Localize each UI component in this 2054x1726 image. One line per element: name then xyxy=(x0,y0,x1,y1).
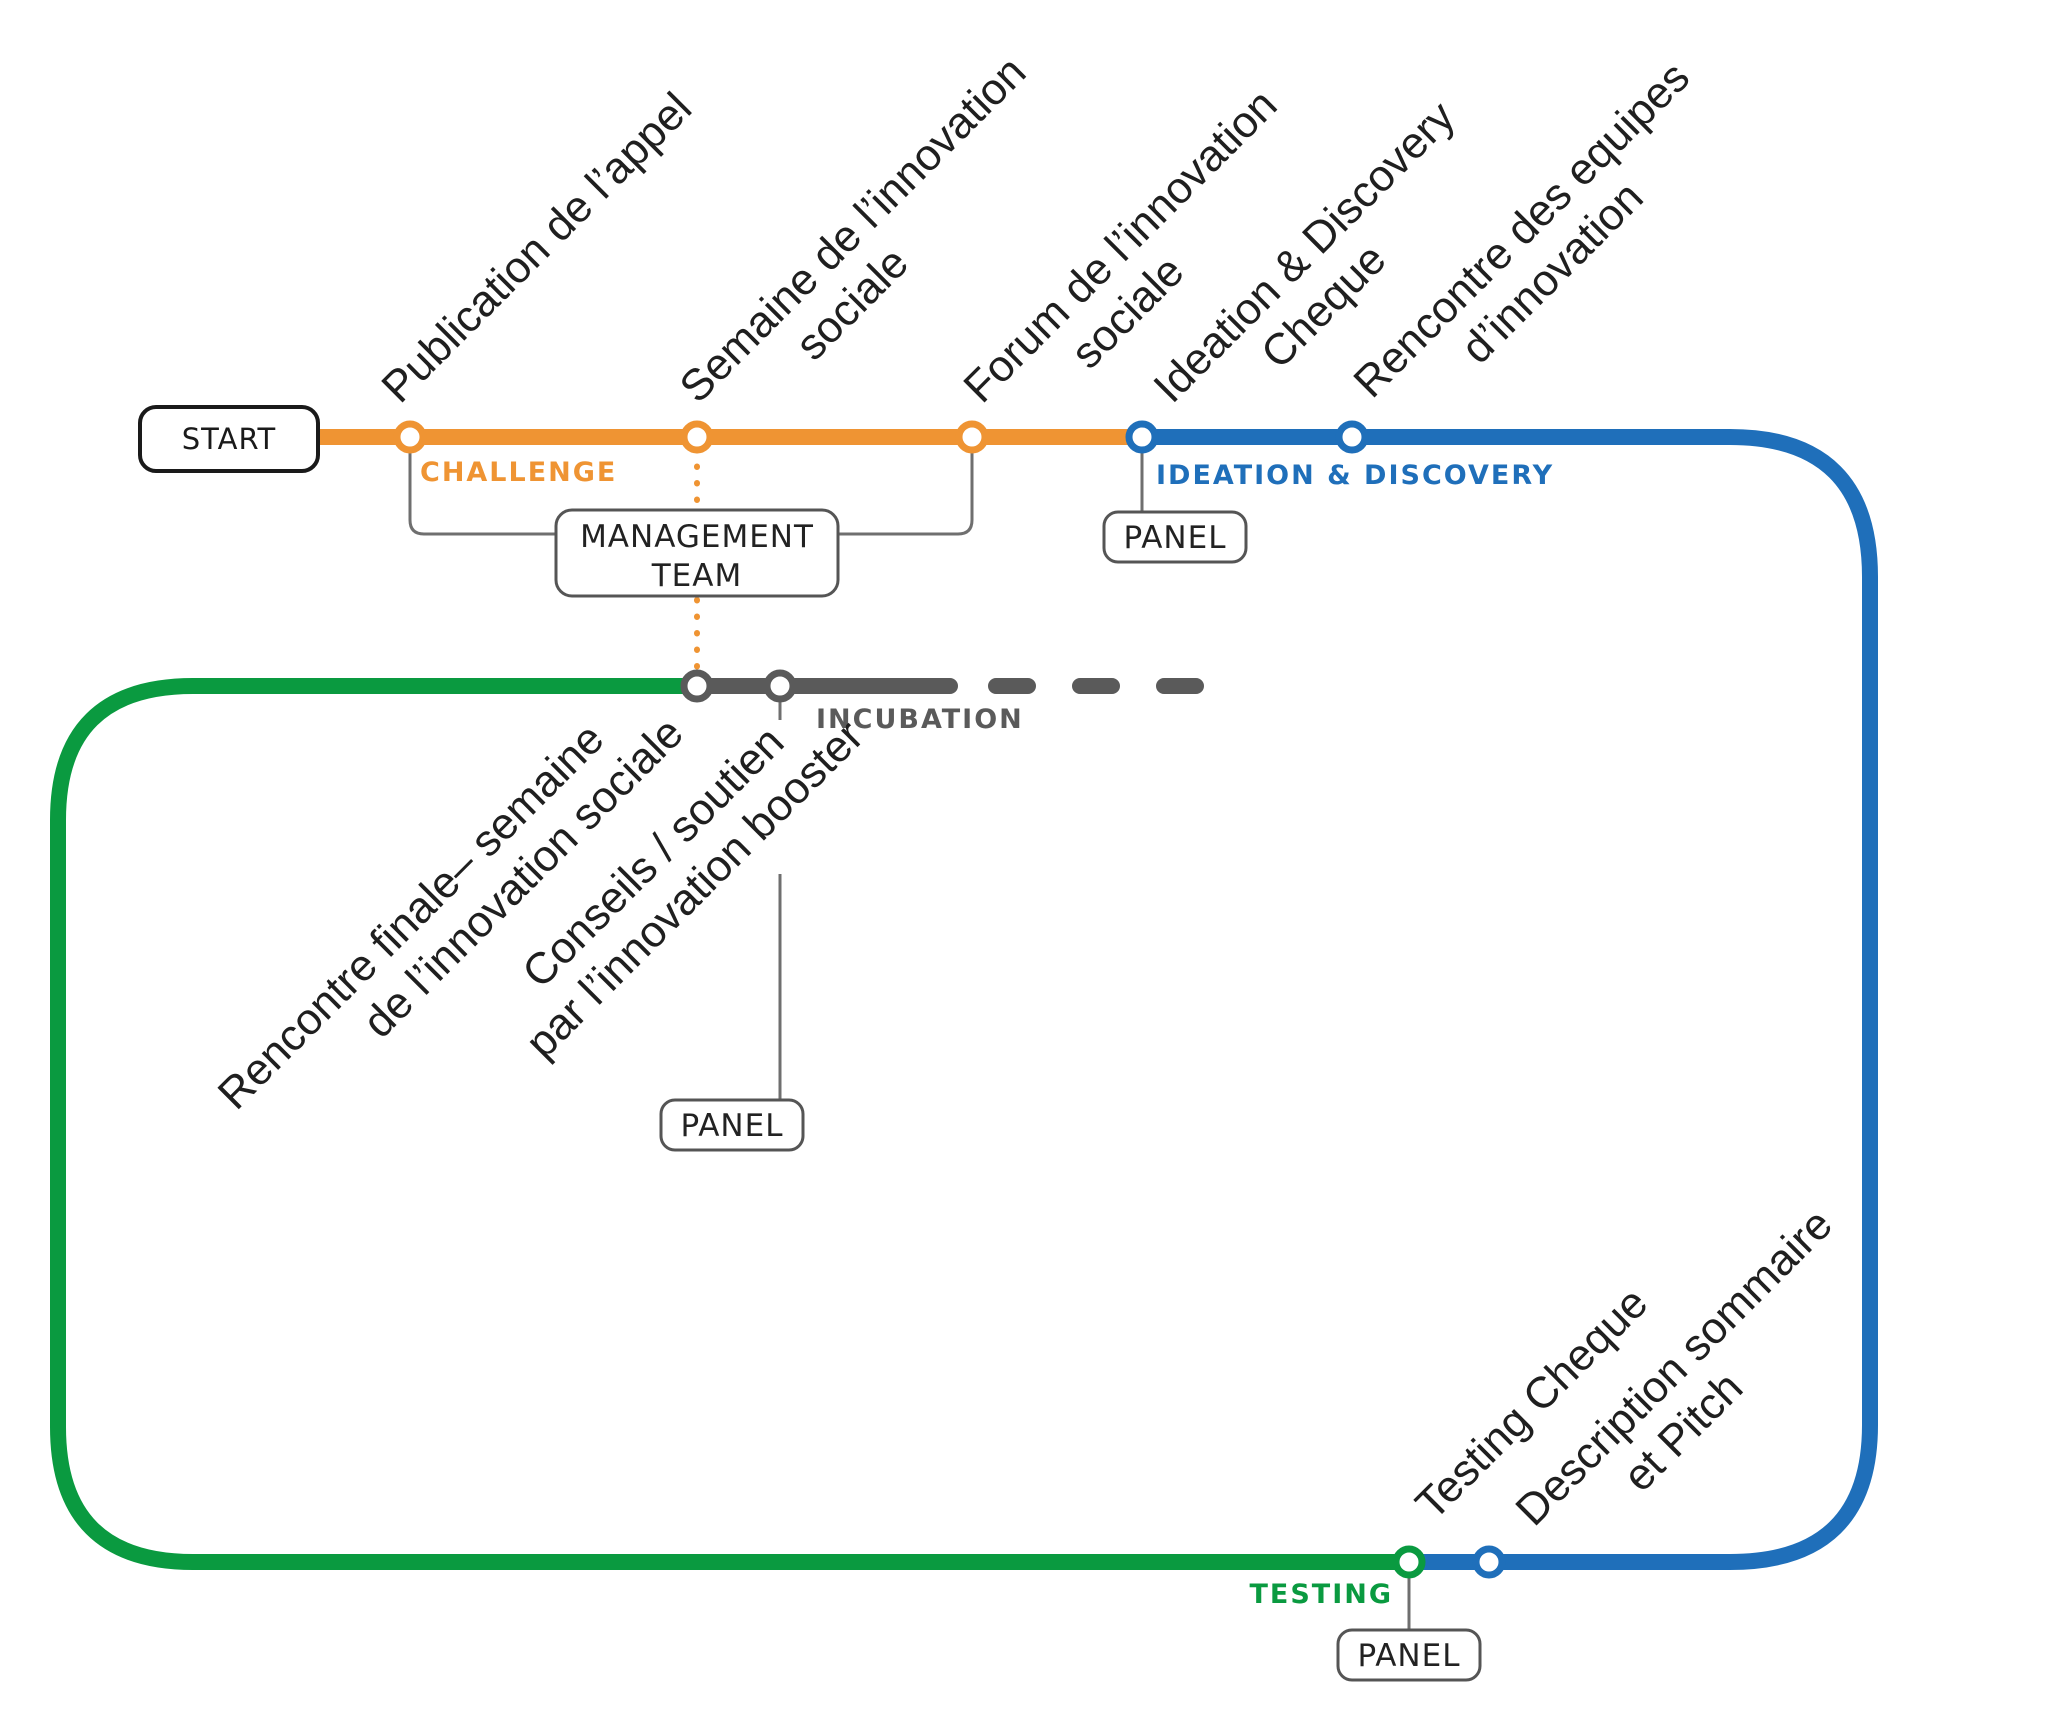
start-box xyxy=(138,405,320,473)
stop-label-publication-line1: Publication de l’appel xyxy=(372,83,701,412)
panel-ideation[interactable]: PANEL xyxy=(1102,510,1248,564)
stations xyxy=(393,420,1506,1579)
management-team-label-line1: MANAGEMENT xyxy=(580,519,814,555)
management-team-label-line2: TEAM xyxy=(651,558,742,594)
management-team-frame xyxy=(554,508,840,598)
station-rencontre-equipes[interactable] xyxy=(1335,420,1369,454)
station-description[interactable] xyxy=(1472,1545,1506,1579)
ideation-line xyxy=(1142,429,1878,1570)
station-testing-cheque[interactable] xyxy=(1392,1545,1426,1579)
incubation-line-label: INCUBATION xyxy=(816,704,1024,735)
management-team-box[interactable]: MANAGEMENT TEAM xyxy=(554,508,840,598)
ideation-line-label: IDEATION & DISCOVERY xyxy=(1156,460,1554,491)
panel-incubation-frame xyxy=(659,1098,805,1152)
station-ideation-cheque[interactable] xyxy=(1125,420,1159,454)
stop-label-forum-line1: Forum de l’innovation xyxy=(954,80,1286,412)
panel-incubation[interactable]: PANEL xyxy=(659,1098,805,1152)
panel-ideation-frame xyxy=(1102,510,1248,564)
panel-incubation-label: PANEL xyxy=(681,1108,784,1144)
start-terminal[interactable]: START xyxy=(138,405,320,473)
challenge-line-label: CHALLENGE xyxy=(420,457,617,488)
panel-testing-frame xyxy=(1336,1628,1482,1682)
stop-label-semaine: Semaine de l’innovation sociale xyxy=(670,38,1080,448)
station-conseils[interactable] xyxy=(763,669,797,703)
testing-line xyxy=(50,678,1409,1570)
stop-label-publication: Publication de l’appel xyxy=(372,83,701,412)
stop-label-rencontre-equipes-line1: Rencontre des equipes xyxy=(1344,52,1699,407)
testing-line-label: TESTING xyxy=(1249,1579,1393,1610)
panel-ideation-label: PANEL xyxy=(1124,520,1227,556)
stop-label-rencontre-equipes: Rencontre des equipes d’innovation xyxy=(1344,44,1744,444)
panel-testing[interactable]: PANEL xyxy=(1336,1628,1482,1682)
start-label: START xyxy=(182,422,276,456)
station-forum[interactable] xyxy=(955,420,989,454)
management-team-connector xyxy=(408,437,974,536)
station-semaine[interactable] xyxy=(680,420,714,454)
station-publication[interactable] xyxy=(393,420,427,454)
station-rencontre-finale[interactable] xyxy=(680,669,714,703)
panel-testing-label: PANEL xyxy=(1358,1638,1461,1674)
